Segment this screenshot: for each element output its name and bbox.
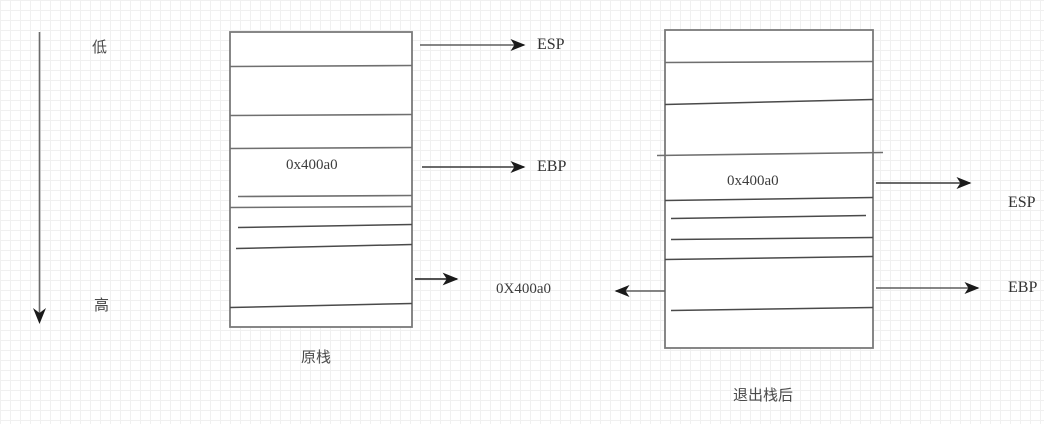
right-esp-label: ESP bbox=[1008, 194, 1036, 211]
right-stack-cell-value: 0x400a0 bbox=[727, 173, 779, 189]
right-stack-box bbox=[656, 29, 884, 349]
memory-direction-arrow bbox=[33, 32, 46, 324]
low-address-label: 低 bbox=[92, 38, 108, 56]
left-stack-address-annotation: 0X400a0 bbox=[496, 281, 551, 297]
left-stack-title: 原栈 bbox=[301, 348, 332, 366]
left-stack-cell-value: 0x400a0 bbox=[286, 157, 338, 173]
high-address-label: 高 bbox=[94, 296, 110, 314]
left-stack-box bbox=[229, 31, 413, 328]
left-ebp-label: EBP bbox=[537, 158, 567, 175]
left-esp-label: ESP bbox=[537, 36, 565, 53]
right-ebp-label: EBP bbox=[1008, 279, 1038, 296]
right-stack-title: 退出栈后 bbox=[733, 386, 794, 404]
